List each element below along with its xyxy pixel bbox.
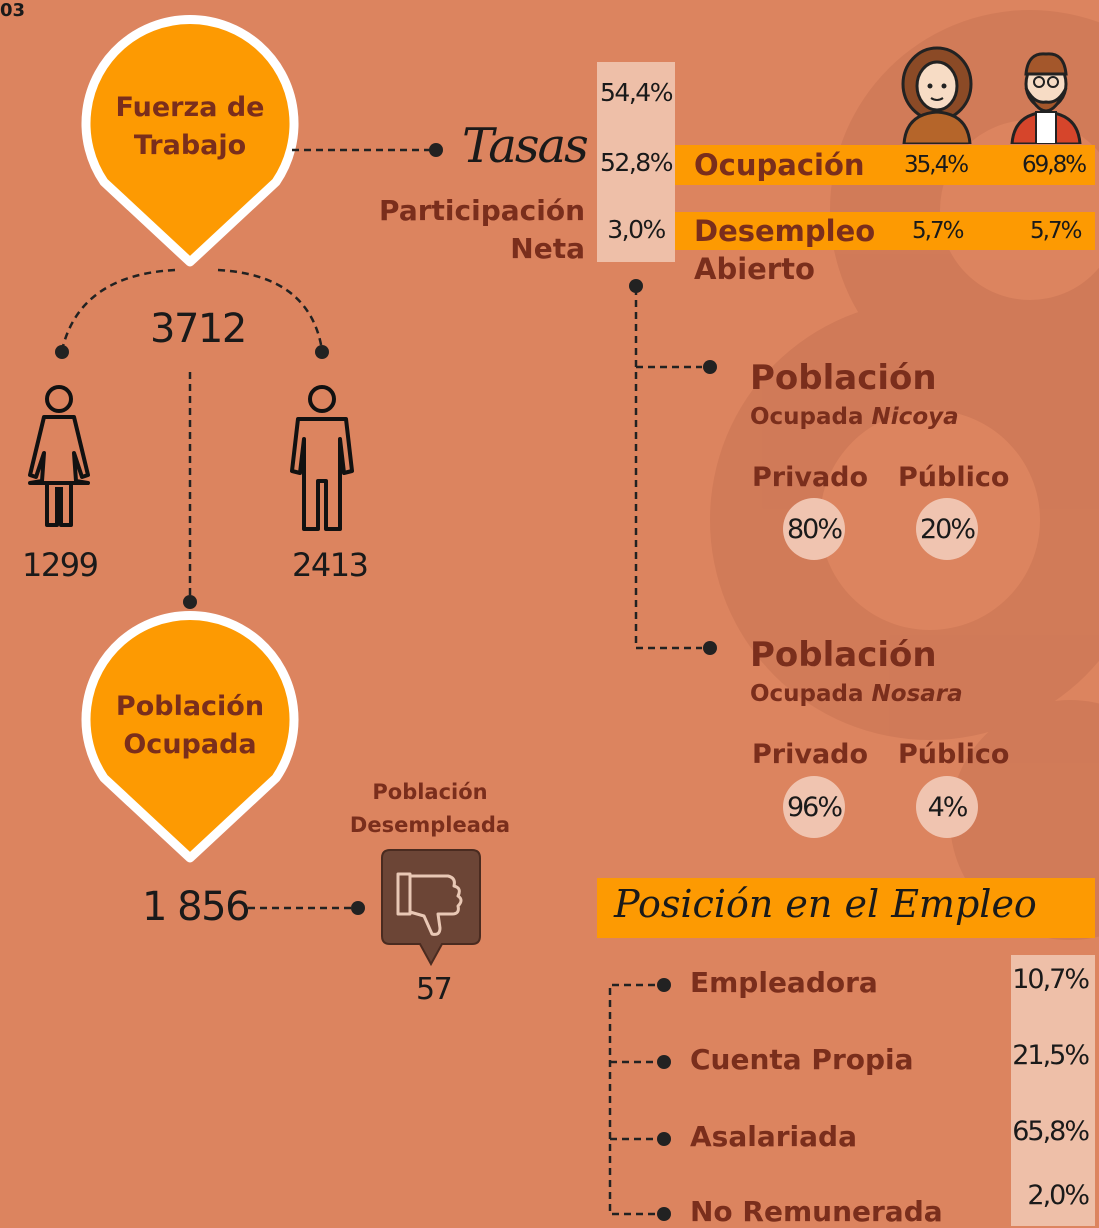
men-count: 2413: [292, 546, 369, 584]
nosara-subtitle: Ocupada Nosara: [750, 681, 963, 707]
ocupada-value: 1 856: [142, 884, 251, 930]
desempleo-label: Desempleo: [694, 214, 876, 248]
thumbs-down-icon: [381, 849, 481, 967]
desempleo-women: 5,7%: [912, 218, 964, 244]
nicoya-title: Población: [750, 358, 937, 398]
corner-label: 03: [0, 0, 26, 21]
nosara-privado-label: Privado: [752, 739, 869, 770]
ocupacion-bar: [675, 145, 1095, 185]
posicion-value-asalariada: 65,8%: [1012, 1116, 1090, 1147]
fuerza-total: 3712: [150, 306, 247, 352]
tasas-title: Tasas: [462, 118, 589, 174]
ocupacion-label: Ocupación: [694, 148, 865, 182]
ocupacion-men: 69,8%: [1022, 152, 1087, 178]
woman-avatar-icon: [901, 46, 973, 144]
ocupada-title: Población Ocupada: [115, 691, 265, 760]
posicion-item-empleadora: Empleadora: [690, 966, 878, 999]
desempleo-men: 5,7%: [1030, 218, 1082, 244]
participacion-value-1: 54,4%: [600, 78, 673, 107]
nicoya-publico-label: Público: [898, 462, 1010, 493]
women-count: 1299: [22, 546, 99, 584]
posicion-value-empleadora: 10,7%: [1012, 964, 1090, 995]
nicoya-privado-value: 80%: [783, 498, 845, 560]
posicion-values-column: [1011, 955, 1095, 1226]
nosara-title: Población: [750, 635, 937, 675]
posicion-title: Posición en el Empleo: [614, 882, 1037, 926]
participacion-value-2: 52,8%: [600, 148, 673, 177]
ocupada-pin-icon: [81, 611, 299, 863]
posicion-item-asalariada: Asalariada: [690, 1120, 857, 1153]
nosara-privado-value: 96%: [783, 776, 845, 838]
posicion-value-cuenta-propia: 21,5%: [1012, 1040, 1090, 1071]
man-avatar-icon: [1010, 52, 1082, 144]
participacion-value-3: 3,0%: [607, 215, 666, 244]
posicion-item-cuenta-propia: Cuenta Propia: [690, 1043, 914, 1076]
nosara-publico-value: 4%: [916, 776, 978, 838]
posicion-header-bar: [597, 878, 1095, 938]
participacion-label: Participación Neta: [379, 194, 585, 265]
nicoya-publico-value: 20%: [916, 498, 978, 560]
posicion-item-no-remunerada: No Remunerada: [690, 1195, 943, 1228]
participacion-column: [597, 62, 675, 262]
desempleo-label-2: Abierto: [694, 252, 815, 286]
nicoya-privado-label: Privado: [752, 462, 869, 493]
desempleada-title: Población Desempleada: [349, 780, 511, 837]
woman-icon: [28, 385, 90, 527]
fuerza-pin-icon: [81, 15, 299, 267]
nosara-publico-label: Público: [898, 739, 1010, 770]
desempleada-value: 57: [416, 972, 453, 1007]
ocupacion-women: 35,4%: [904, 152, 969, 178]
man-icon: [290, 385, 354, 531]
desempleo-bar: [675, 212, 1095, 250]
fuerza-title: Fuerza de Trabajo: [115, 92, 265, 161]
posicion-value-no-remunerada: 2,0%: [1027, 1180, 1090, 1211]
nicoya-subtitle: Ocupada Nicoya: [750, 404, 959, 430]
